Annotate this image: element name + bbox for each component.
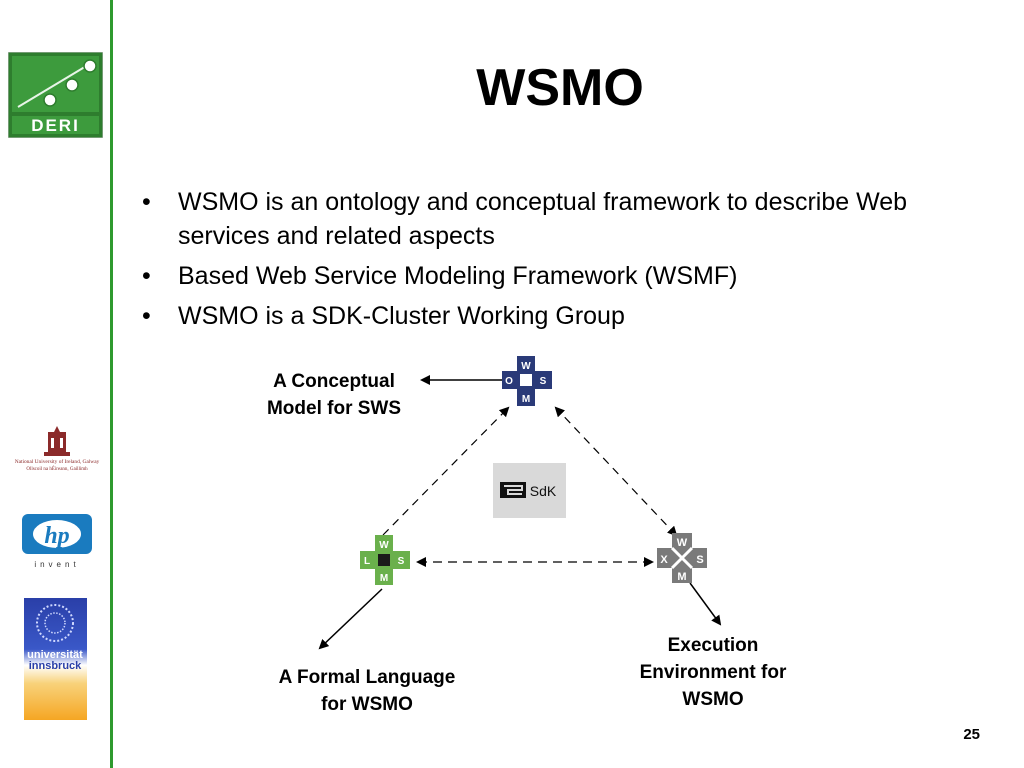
- page-number: 25: [963, 726, 980, 743]
- hp-logo: hp invent: [20, 514, 96, 570]
- bullet-item: WSMO is a SDK-Cluster Working Group: [138, 299, 978, 333]
- wsml-letter: W: [379, 540, 389, 551]
- uibk-name-line2: innsbruck: [29, 660, 82, 672]
- wsmx-letter: X: [660, 554, 668, 566]
- uibk-logo: universität innsbruck: [24, 598, 87, 720]
- wsml-letter: M: [380, 573, 388, 584]
- sidebar-divider: [110, 0, 113, 768]
- bullet-list: WSMO is an ontology and conceptual frame…: [138, 185, 978, 339]
- bullet-item: WSMO is an ontology and conceptual frame…: [138, 185, 978, 253]
- uibk-name-line1: universität: [27, 649, 83, 661]
- dashed-link-wsmx-wsmo: [554, 406, 678, 537]
- sdk-logo: SdK: [493, 463, 566, 518]
- slide-title: WSMO: [476, 59, 644, 117]
- bullet-item: Based Web Service Modeling Framework (WS…: [138, 259, 978, 293]
- deri-logo-text: DERI: [31, 116, 80, 135]
- arrow-to-execution-environment: [689, 582, 722, 626]
- deri-logo: DERI: [7, 51, 104, 139]
- dashed-link-wsml-wsmo: [382, 406, 510, 536]
- hp-logo-text: hp: [44, 523, 69, 549]
- wsml-letter: L: [364, 556, 370, 567]
- label-formal-language: A Formal Language for WSMO: [278, 667, 456, 715]
- wsmx-letter: S: [696, 554, 703, 566]
- sdk-text: SdK: [530, 483, 557, 499]
- nuig-logo: National University of Ireland, Galway O…: [4, 424, 110, 474]
- hp-tagline: invent: [34, 560, 79, 569]
- wsmo-letter: W: [521, 361, 531, 372]
- wsmo-icon: W O S M: [502, 356, 552, 406]
- label-execution-environment: Execution Environment for WSMO: [639, 635, 787, 710]
- nuig-name-irish: Ollscoil na hÉireann, Gaillimh: [26, 466, 88, 472]
- nuig-name: National University of Ireland, Galway: [15, 458, 100, 465]
- label-conceptual-model: A Conceptual Model for SWS: [266, 371, 402, 419]
- wsmx-icon: W X S M: [657, 533, 707, 583]
- wsmo-letter: O: [505, 376, 513, 387]
- wsml-icon: W L S M: [360, 535, 410, 585]
- wsml-letter: S: [398, 556, 405, 567]
- wsmx-letter: W: [677, 537, 688, 549]
- wsmo-letter: M: [522, 394, 530, 405]
- arrow-to-formal-language: [318, 588, 383, 650]
- wsmo-letter: S: [540, 376, 547, 387]
- wsmx-letter: M: [677, 571, 686, 583]
